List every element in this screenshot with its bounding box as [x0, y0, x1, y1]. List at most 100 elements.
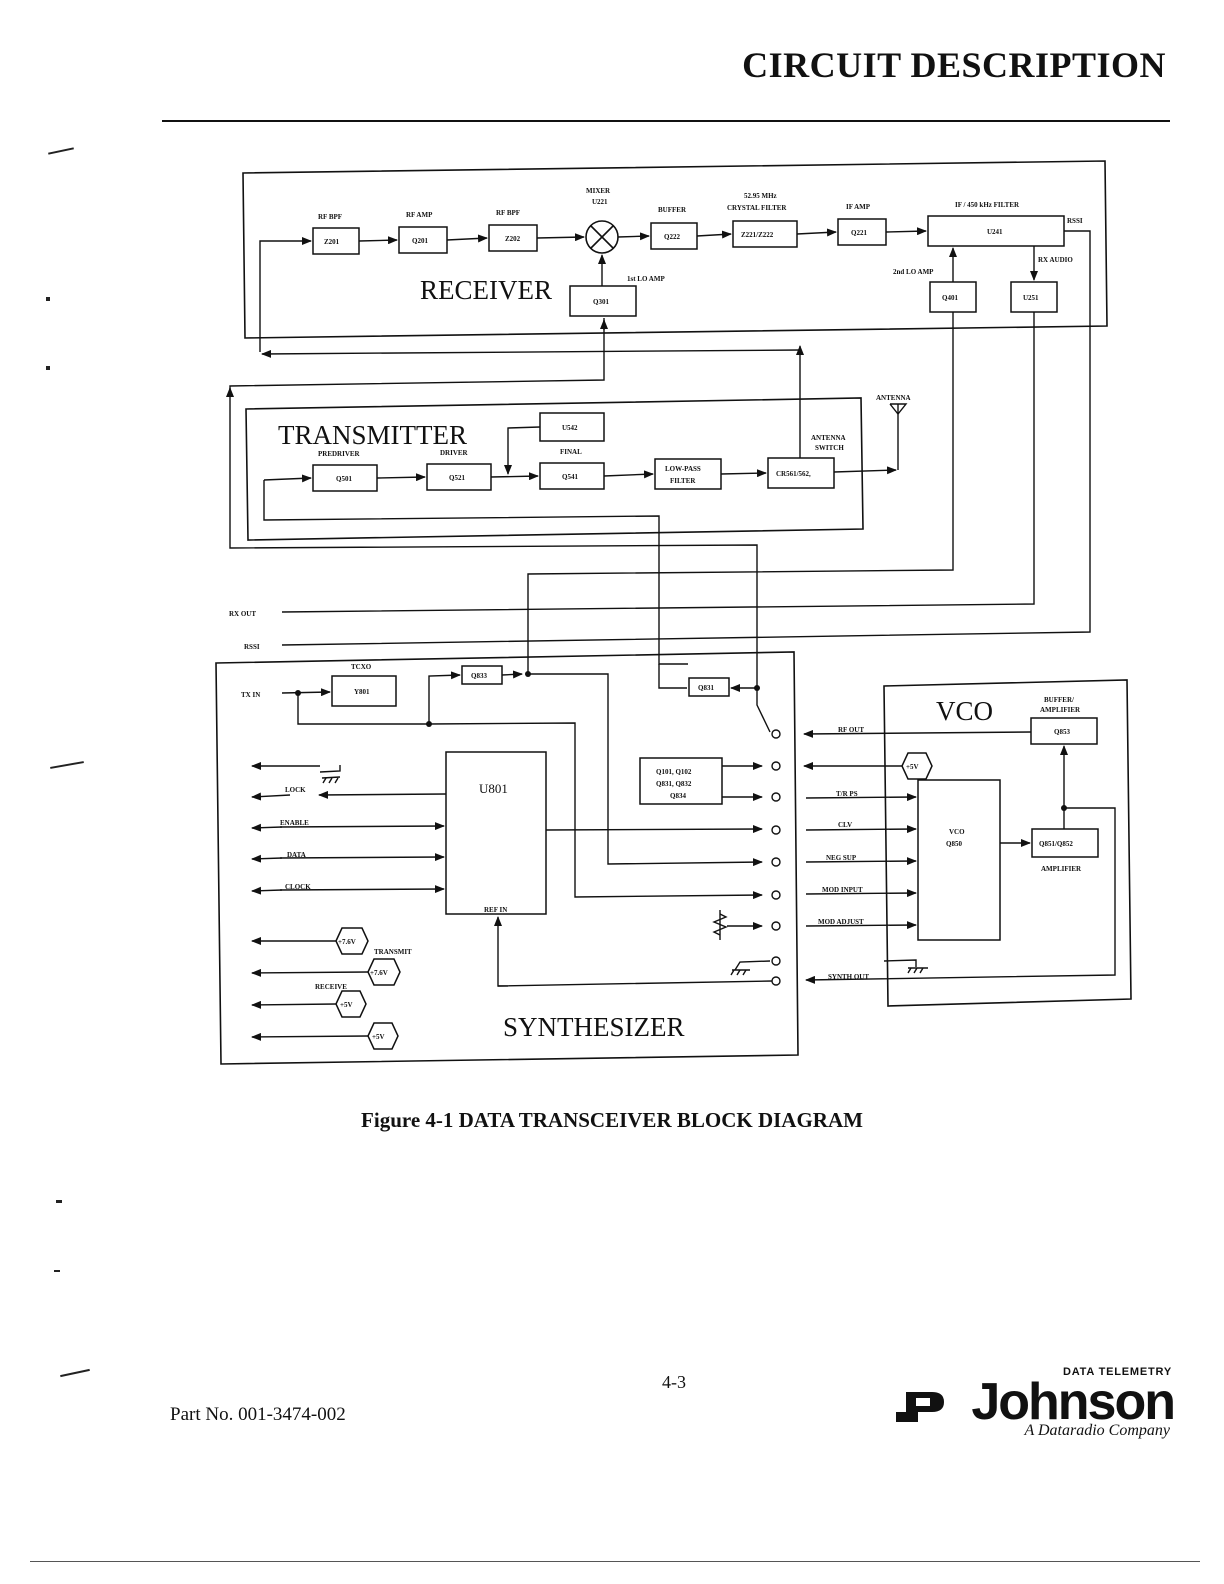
tcxo-label: TCXO — [351, 663, 372, 671]
z202-text: Z202 — [505, 235, 521, 243]
rssi-top-label: RSSI — [1067, 217, 1083, 225]
wire-q222-z221 — [696, 230, 732, 239]
lpf-block — [654, 458, 722, 490]
q851-block — [1031, 828, 1099, 858]
supply-hex-76a: +7.6V — [335, 927, 369, 955]
wire-switch-antenna — [833, 466, 897, 475]
transmit-label: TRANSMIT — [374, 948, 412, 956]
transmitter-title: TRANSMITTER — [278, 420, 467, 450]
q831-text: Q831 — [698, 684, 714, 692]
amplifier-label: AMPLIFIER — [1041, 865, 1082, 873]
wire-u542-loop — [504, 426, 541, 475]
rx-audio-label: RX AUDIO — [1038, 256, 1073, 264]
q222-text: Q222 — [664, 233, 680, 241]
wire-u801-pin — [545, 825, 763, 834]
supply-hex-76b: +7.6V — [367, 958, 401, 986]
receiver-title: RECEIVER — [420, 275, 552, 305]
vco-section: VCO BUFFER/ AMPLIFIER Q853 +5V VCO Q850 … — [803, 679, 1132, 1007]
vco-line2: Q850 — [946, 840, 962, 848]
buffer-label: BUFFER — [658, 206, 687, 214]
wire-clv — [805, 825, 917, 834]
lo-distribution-bus — [229, 318, 758, 688]
wire-to-q833 — [428, 671, 461, 724]
lo1-label: 1st LO AMP — [627, 275, 665, 283]
predriver-label: PREDRIVER — [318, 450, 361, 458]
q401-text: Q401 — [942, 294, 958, 302]
u542-text: U542 — [562, 424, 578, 432]
wire-mod-adjust — [805, 921, 917, 930]
crystal-label: CRYSTAL FILTER — [727, 204, 787, 212]
q853-text: Q853 — [1054, 728, 1070, 736]
y801-text: Y801 — [354, 688, 370, 696]
wire-txin-branch — [297, 693, 429, 725]
hole-mark — [46, 366, 50, 370]
mod-input-label: MOD INPUT — [822, 886, 863, 894]
wire-ref-in — [494, 916, 773, 987]
driver-label: DRIVER — [440, 449, 469, 457]
v5a-text: +5V — [340, 1001, 353, 1009]
lock-label: LOCK — [285, 786, 306, 794]
synth-out-label: SYNTH OUT — [828, 973, 869, 981]
neg-sup-label: NEG SUP — [826, 854, 857, 862]
cr561-text: CR561/562, — [776, 470, 811, 478]
u241-block — [927, 215, 1065, 247]
mixer-ref: U221 — [592, 198, 608, 206]
wire-q833-to-pin — [528, 673, 763, 867]
q851-text: Q851/Q852 — [1039, 840, 1073, 848]
z221-text: Z221/Z222 — [741, 231, 774, 239]
pot-icon — [712, 913, 728, 936]
if-filter-label: IF / 450 kHz FILTER — [955, 201, 1020, 209]
rf-bpf-2-label: RF BPF — [496, 209, 520, 217]
u801-block — [445, 751, 547, 915]
tx-feedback-wire — [263, 480, 688, 665]
lo2-bus — [527, 312, 954, 674]
wire-q201-z202 — [446, 234, 488, 243]
rx-out-bus — [281, 312, 1035, 613]
wire-q501-q521 — [376, 473, 426, 482]
data-label: DATA — [287, 851, 306, 859]
z202-block — [488, 224, 538, 252]
q831-block — [688, 677, 730, 697]
left-out-5a — [251, 1000, 337, 1009]
rx-return-bus — [261, 349, 801, 358]
switch-label-1: ANTENNA — [811, 434, 846, 442]
ground-icon — [319, 765, 341, 784]
v5b-text: +5V — [372, 1033, 385, 1041]
ground-icon — [907, 967, 928, 974]
wire-z201-q201 — [358, 236, 398, 245]
vco-buffer-label-1: BUFFER/ — [1044, 696, 1075, 704]
crystal-freq: 52.95 MHz — [744, 192, 777, 200]
vco-supply-hex: +5V — [901, 752, 933, 780]
switch-line2: Q831, Q832 — [656, 780, 692, 788]
wire-z202-mixer — [536, 233, 585, 242]
mixer-symbol — [585, 220, 619, 254]
wire-mixer-q222 — [617, 232, 650, 241]
final-label: FINAL — [560, 448, 582, 456]
left-out-clock — [251, 886, 283, 895]
q501-text: Q501 — [336, 475, 352, 483]
antenna-icon — [889, 403, 908, 470]
vco-outline — [883, 679, 1132, 1007]
receiver-section: RECEIVER RF BPF Z201 RF AMP Q201 RF BPF … — [242, 160, 1108, 352]
wire-q541-lpf — [603, 470, 654, 479]
wire-mod-input — [805, 889, 917, 898]
mixer-label: MIXER — [586, 187, 611, 195]
hole-mark — [54, 1270, 60, 1272]
wire-into-q501 — [263, 474, 312, 483]
q853-block — [1030, 717, 1098, 745]
q521-text: Q521 — [449, 474, 465, 482]
wire-lpf-switch — [720, 469, 767, 478]
connector-pins — [771, 729, 781, 986]
wire-txin-y801 — [281, 688, 331, 697]
v76a-text: +7.6V — [338, 938, 356, 946]
clv-label: CLV — [838, 821, 852, 829]
wire-z221-q221 — [796, 228, 837, 237]
left-out-lock — [251, 792, 291, 801]
wire-q221-u241 — [885, 227, 927, 236]
wire-q833-out — [501, 670, 523, 679]
left-out-enable — [251, 823, 283, 832]
rssi-label: RSSI — [244, 643, 260, 651]
wire-synth-out — [805, 807, 1116, 984]
page-number: 4-3 — [662, 1372, 686, 1392]
y801-block — [331, 675, 397, 707]
